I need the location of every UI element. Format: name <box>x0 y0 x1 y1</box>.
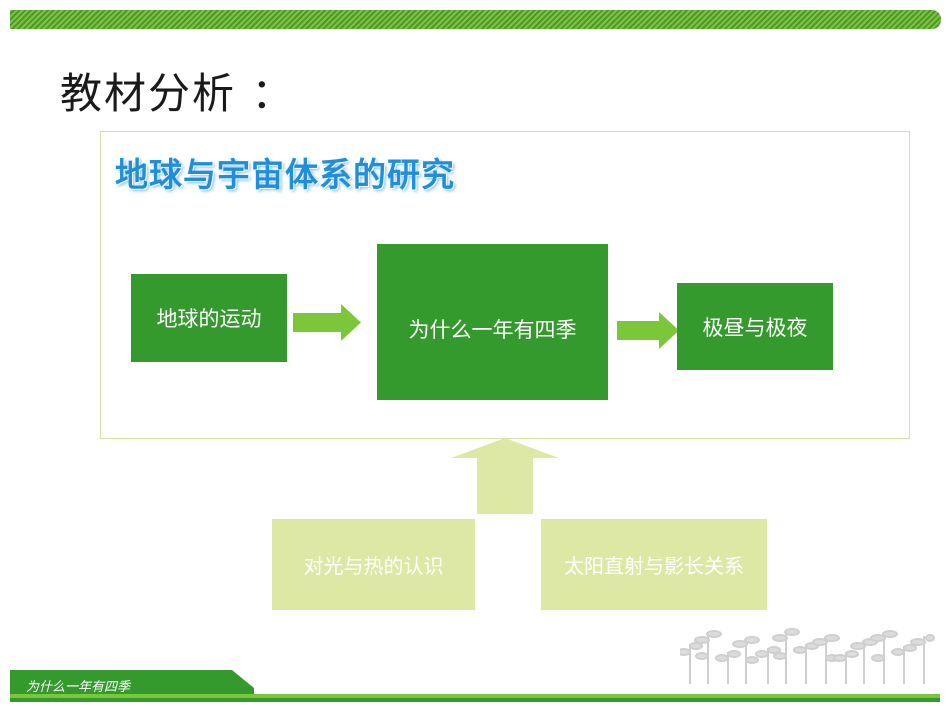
plants-decoration-icon <box>680 628 935 684</box>
slide-subtitle: 地球与宇宙体系的研究 <box>115 155 455 194</box>
support-box-sun-shadow-label: 太阳直射与影长关系 <box>564 554 744 578</box>
slide-title: 教材分析 ： <box>60 69 296 118</box>
top-decorative-bar <box>10 10 941 29</box>
right-arrow-icon <box>293 304 361 341</box>
footer-title: 为什么一年有四季 <box>26 680 131 695</box>
flow-box-earth-motion-label: 地球的运动 <box>156 307 262 331</box>
support-box-light-heat-label: 对光与热的认识 <box>303 554 444 578</box>
right-arrow-icon <box>617 312 679 349</box>
flow-box-four-seasons-label: 为什么一年有四季 <box>408 318 577 342</box>
flow-box-earth-motion: 地球的运动 <box>131 274 287 362</box>
support-box-light-heat: 对光与热的认识 <box>272 519 475 610</box>
footer-band <box>10 670 940 702</box>
flow-box-polar-day-night: 极昼与极夜 <box>677 283 833 370</box>
up-arrow-icon <box>451 438 559 514</box>
support-box-sun-shadow: 太阳直射与影长关系 <box>541 519 767 610</box>
flow-box-four-seasons: 为什么一年有四季 <box>377 244 608 400</box>
flow-box-polar-day-night-label: 极昼与极夜 <box>702 315 808 340</box>
